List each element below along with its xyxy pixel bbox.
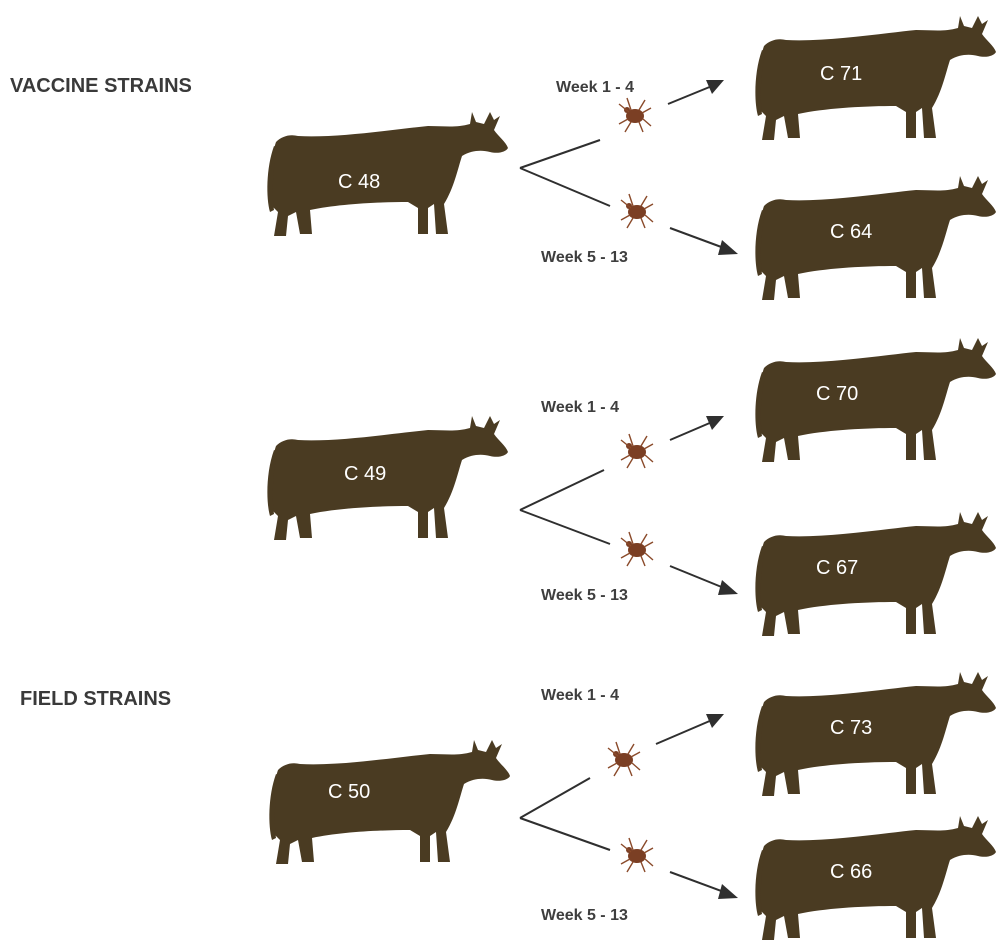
arrow-line-late [670, 228, 724, 248]
recipient-cow-early-label: C 70 [816, 383, 858, 405]
week-label-early: Week 1 - 4 [556, 79, 634, 96]
donor-cow-icon [269, 740, 510, 864]
recipient-cow-late-label: C 67 [816, 557, 858, 579]
recipient-cow-late-label: C 64 [830, 221, 872, 243]
tick-icon [621, 194, 653, 228]
donor-cow-label: C 50 [328, 781, 370, 803]
branch-line-early [520, 470, 604, 510]
arrow-line-early [656, 720, 712, 744]
branch-line-late [520, 168, 610, 206]
recipient-cow-early-icon [755, 338, 996, 462]
arrow-line-late [670, 872, 724, 892]
recipient-cow-early-icon [755, 672, 996, 796]
arrowhead-late [718, 580, 738, 595]
arrow-line-late [670, 566, 724, 588]
recipient-cow-late-icon [755, 512, 996, 636]
branch-line-early [520, 140, 600, 168]
donor-cow-label: C 48 [338, 171, 380, 193]
donor-cow-icon [267, 416, 508, 540]
donor-cow-icon [267, 112, 508, 236]
tick-icon [608, 742, 640, 776]
transmission-group-2: C 49 Week 1 - 4 Week 5 - 13 C 70 C 67 [267, 338, 996, 636]
arrowhead-late [718, 240, 738, 255]
week-label-early: Week 1 - 4 [541, 399, 619, 416]
branch-line-early [520, 778, 590, 818]
tick-icon [621, 532, 653, 566]
transmission-group-3: C 50 Week 1 - 4 Week 5 - 13 C 73 C 66 [269, 672, 996, 940]
arrow-line-early [670, 422, 712, 440]
week-label-late: Week 5 - 13 [541, 249, 628, 266]
recipient-cow-late-icon [755, 816, 996, 940]
arrow-line-early [668, 86, 712, 104]
week-label-late: Week 5 - 13 [541, 587, 628, 604]
tick-icon [621, 434, 653, 468]
recipient-cow-early-label: C 73 [830, 717, 872, 739]
donor-cow-label: C 49 [344, 463, 386, 485]
branch-line-late [520, 510, 610, 544]
arrowhead-late [718, 884, 738, 899]
branch-line-late [520, 818, 610, 850]
recipient-cow-early-icon [755, 16, 996, 140]
transmission-group-1: C 48 Week 1 - 4 Week 5 - 13 C 71 C 64 [267, 16, 996, 300]
recipient-cow-early-label: C 71 [820, 63, 862, 85]
vaccine-strains-label: VACCINE STRAINS [10, 75, 192, 97]
week-label-late: Week 5 - 13 [541, 907, 628, 924]
recipient-cow-late-label: C 66 [830, 861, 872, 883]
week-label-early: Week 1 - 4 [541, 687, 619, 704]
tick-icon [621, 838, 653, 872]
tick-icon [619, 98, 651, 132]
recipient-cow-late-icon [755, 176, 996, 300]
field-strains-label: FIELD STRAINS [20, 688, 171, 710]
